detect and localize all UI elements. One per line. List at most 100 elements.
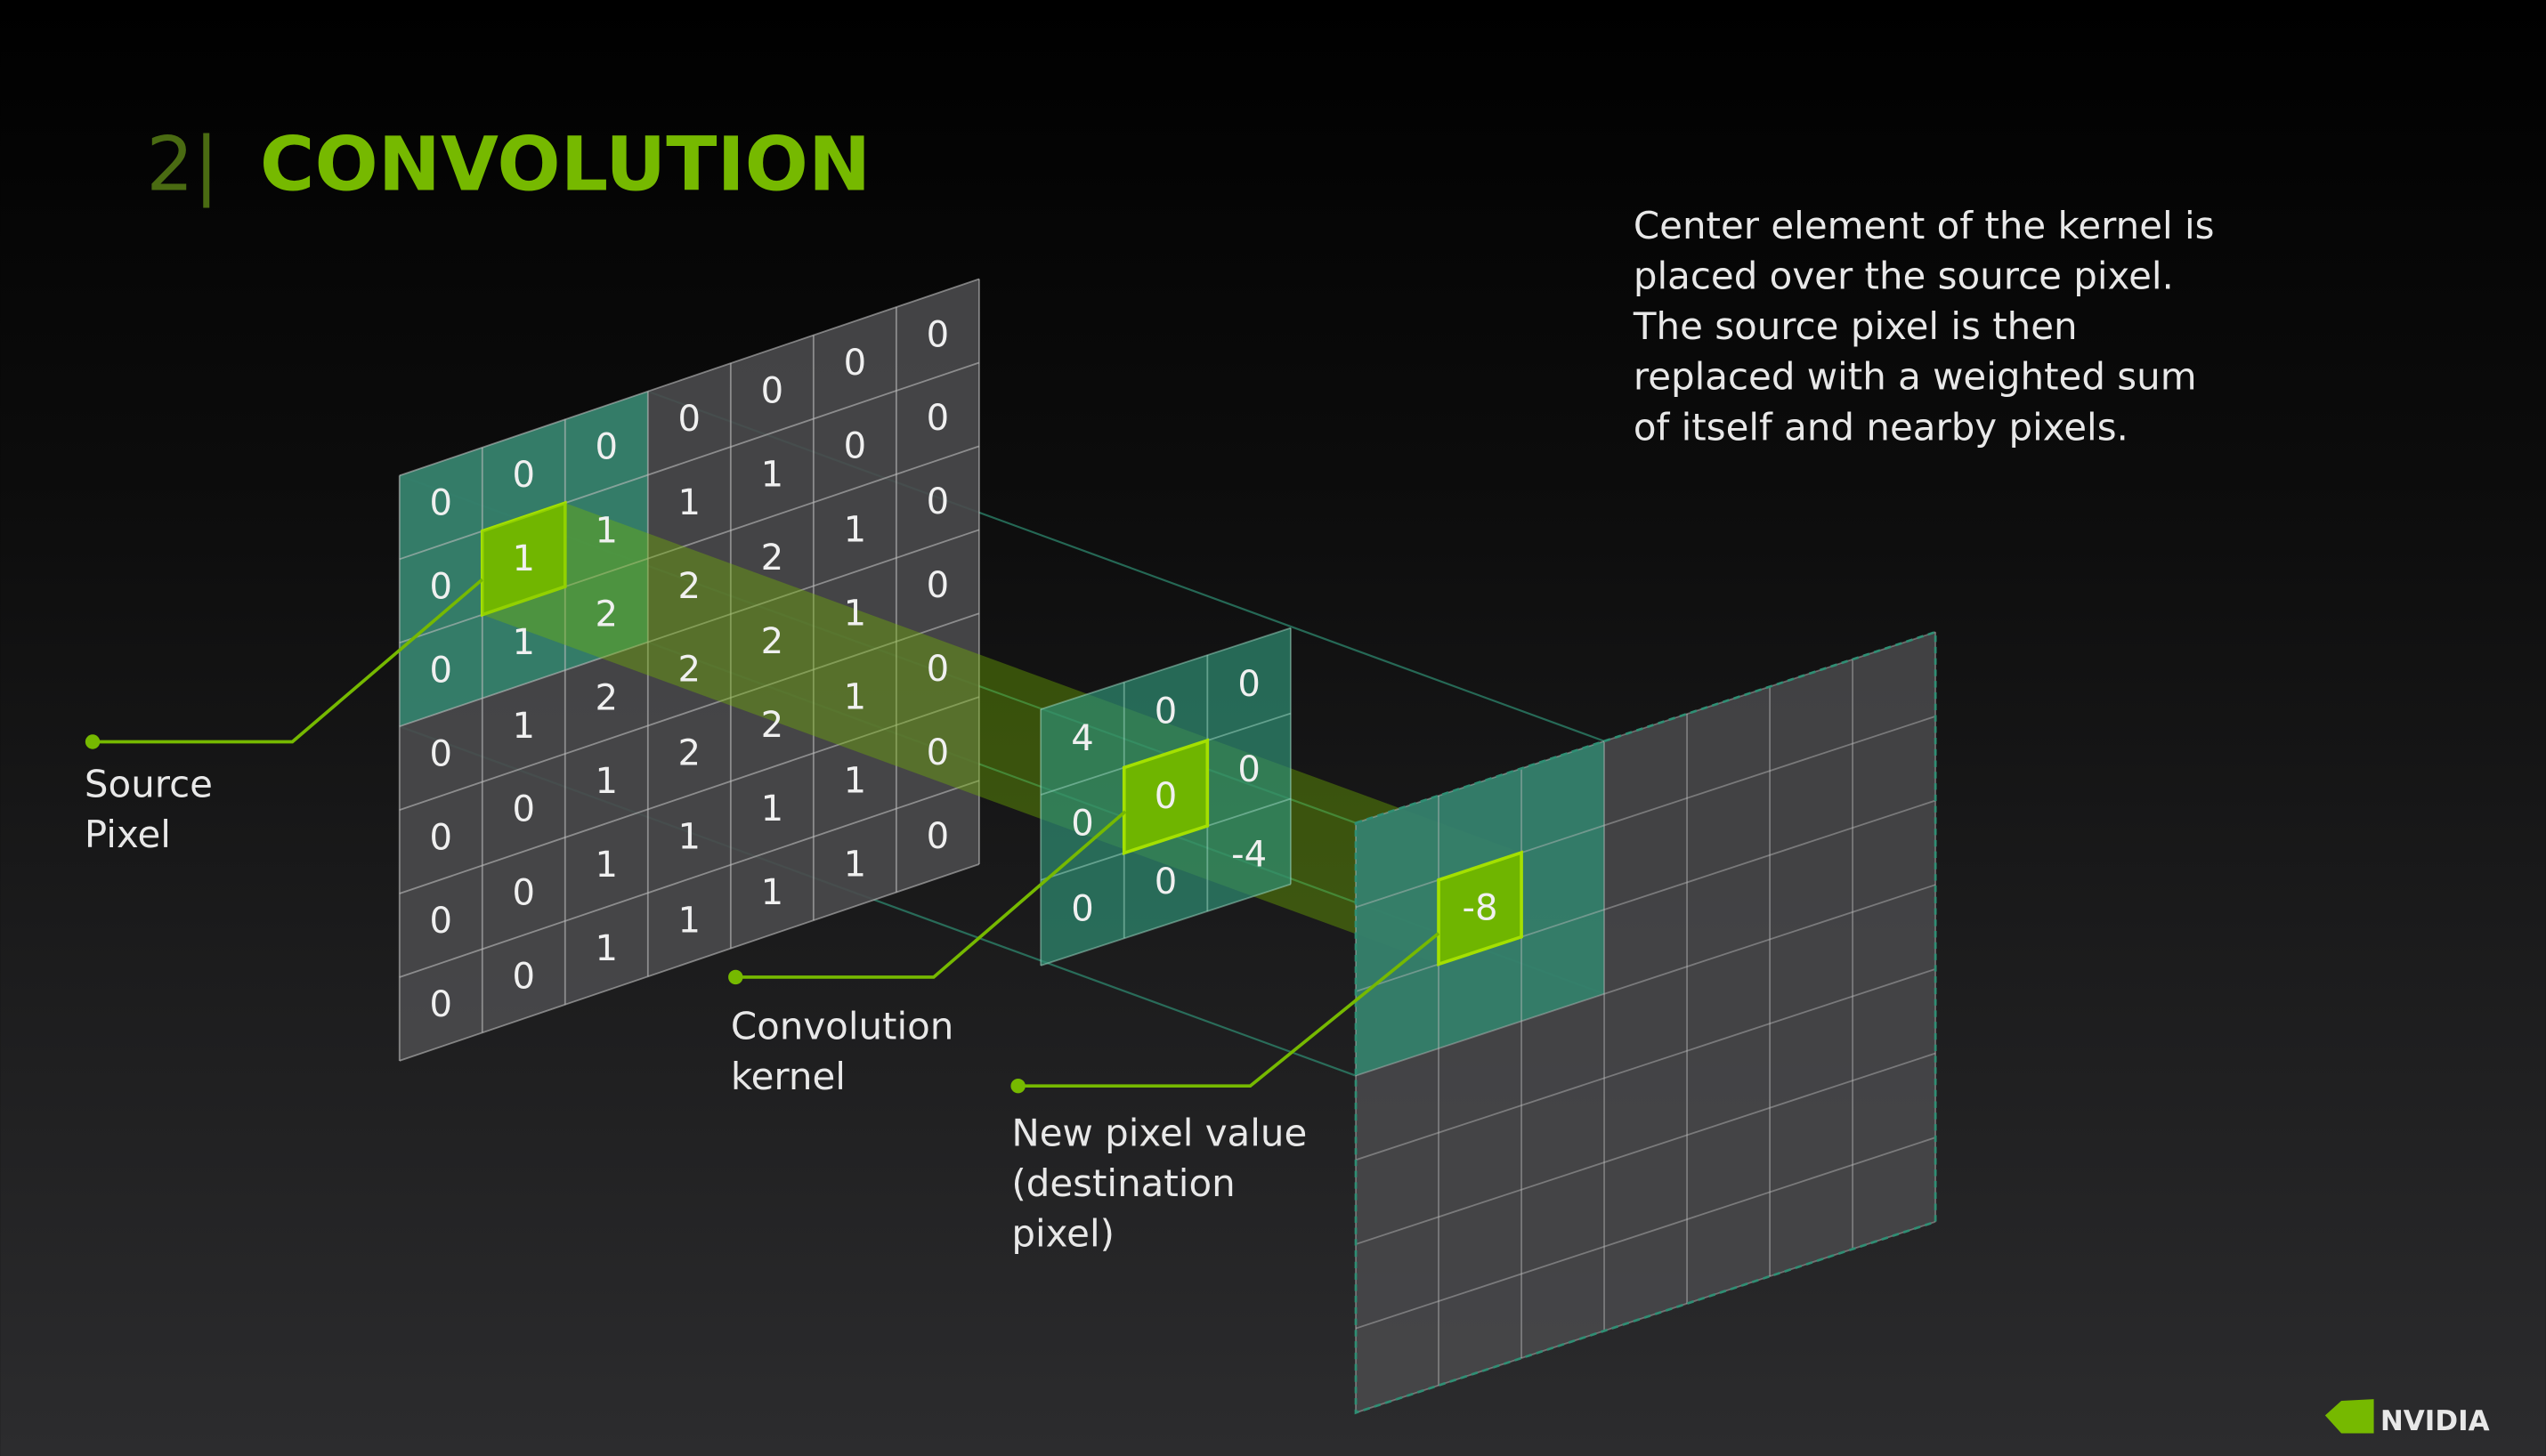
source-cell-value: 0 (596, 426, 619, 467)
grid-line (1040, 627, 1292, 710)
source-cell-value: 0 (927, 481, 950, 522)
callout-label-line: pixel) (1011, 1212, 1115, 1256)
description: Center element of the kernel is placed ov… (1633, 204, 2215, 449)
source-cell-value: 2 (678, 566, 701, 607)
source-cell-value: 2 (596, 594, 619, 635)
source-cell-value: 1 (844, 760, 867, 801)
kernel-cell-value: 0 (1237, 749, 1261, 790)
kernel-cell-value: 0 (1155, 861, 1178, 902)
source-cell-value: 0 (513, 957, 536, 998)
source-cell-value: 0 (927, 565, 950, 606)
callout-dot (728, 969, 743, 985)
source-cell-value: 1 (596, 510, 619, 551)
callout-dot (85, 734, 101, 749)
grid-line (399, 863, 980, 1062)
destination-callout: New pixel value (destination pixel) (1010, 932, 1440, 1256)
source-cell-value: 1 (844, 510, 867, 551)
grid-line (399, 780, 980, 978)
source-cell-value: 1 (761, 789, 784, 829)
source-cell-value: 0 (927, 732, 950, 773)
source-cell-value: 0 (513, 455, 536, 496)
source-cell-value: 2 (761, 621, 784, 662)
logo-text: NVIDIA (2380, 1405, 2490, 1437)
source-cell-value: 2 (596, 677, 619, 718)
source-cell-value: 1 (761, 454, 784, 495)
source-cell-value: 1 (596, 845, 619, 886)
source-cell-value: 1 (678, 817, 701, 858)
source-cell-value: 1 (761, 872, 784, 913)
grid-line (399, 278, 980, 477)
description-line: of itself and nearby pixels. (1634, 405, 2128, 449)
source-cell-value: 0 (430, 817, 453, 858)
callout-dot (1010, 1078, 1026, 1094)
source-cell-value: 1 (513, 538, 536, 579)
callout-label-line: (destination (1011, 1161, 1235, 1205)
source-cell-value: 0 (844, 426, 867, 467)
description-line: Center element of the kernel is (1634, 204, 2215, 247)
source-cell-value: 1 (513, 706, 536, 747)
source-cell-value: 1 (513, 622, 536, 663)
description-line: placed over the source pixel. (1634, 255, 2174, 298)
callout-label-line: Pixel (85, 813, 171, 856)
source-cell-value: 0 (761, 370, 784, 411)
source-pixel-cell (480, 500, 567, 618)
source-cell-value: 1 (844, 594, 867, 635)
description-line: replaced with a weighted sum (1634, 355, 2197, 399)
source-cell-value: 0 (430, 901, 453, 942)
callout-label-line: New pixel value (1011, 1112, 1307, 1155)
kernel-cell-value: 0 (1071, 889, 1094, 930)
callout-label-line: Source (85, 763, 213, 806)
source-cell-value: 1 (596, 928, 619, 969)
grid-line (1355, 1052, 1936, 1245)
nvidia-eye-icon (2324, 1399, 2374, 1434)
source-cell-value: 0 (513, 873, 536, 914)
kernel-center-cell (1122, 738, 1210, 855)
destination-pixel-cell (1437, 850, 1523, 967)
grid-line (1355, 967, 1936, 1161)
grid-line (399, 529, 980, 728)
source-cell-value: 0 (927, 398, 950, 439)
destination-image-grid: -8 (1354, 630, 1937, 1415)
grid-line (1355, 884, 1936, 1077)
grid-line (1355, 631, 1936, 824)
source-cell-value: 0 (927, 314, 950, 355)
kernel-callout: Convolution kernel (728, 810, 1127, 1098)
slide-title: CONVOLUTION (260, 120, 871, 207)
source-grid-values: 0000000011110001222100122210001221000111… (430, 314, 950, 1025)
kernel-cell-value: 0 (1237, 664, 1261, 705)
kernel-cell-value: 0 (1155, 691, 1178, 732)
nvidia-logo: NVIDIA (2324, 1399, 2490, 1437)
callout-line (93, 578, 483, 744)
grid-line (399, 612, 980, 811)
source-cell-value: 0 (430, 733, 453, 774)
source-cell-value: 2 (678, 733, 701, 774)
source-cell-value: 2 (761, 705, 784, 746)
source-cell-value: 0 (430, 984, 453, 1025)
kernel-cell-value: 4 (1071, 718, 1094, 759)
description-line: The source pixel is then (1633, 304, 2078, 348)
source-image-grid (398, 278, 980, 1062)
source-cell-value: 1 (844, 844, 867, 885)
source-cell-value: 1 (678, 482, 701, 523)
destination-pixel-value: -8 (1463, 888, 1498, 929)
grid-line (1040, 883, 1292, 967)
source-cell-value: 1 (596, 761, 619, 802)
grid-line (399, 696, 980, 894)
source-cell-value: 0 (678, 399, 701, 440)
title-number: 2| (146, 120, 219, 207)
source-cell-value: 2 (761, 538, 784, 578)
callout-line (735, 810, 1127, 979)
source-cell-value: 0 (927, 816, 950, 857)
callout-line (1018, 932, 1440, 1088)
callout-label-line: Convolution (731, 1004, 954, 1048)
grid-line (1355, 1136, 1936, 1330)
kernel-cell-value: 0 (1155, 776, 1178, 817)
callout-label-line: kernel (731, 1055, 846, 1098)
source-cell-value: 0 (927, 649, 950, 690)
kernel-cell-value: -4 (1231, 835, 1267, 876)
source-cell-value: 1 (678, 900, 701, 941)
